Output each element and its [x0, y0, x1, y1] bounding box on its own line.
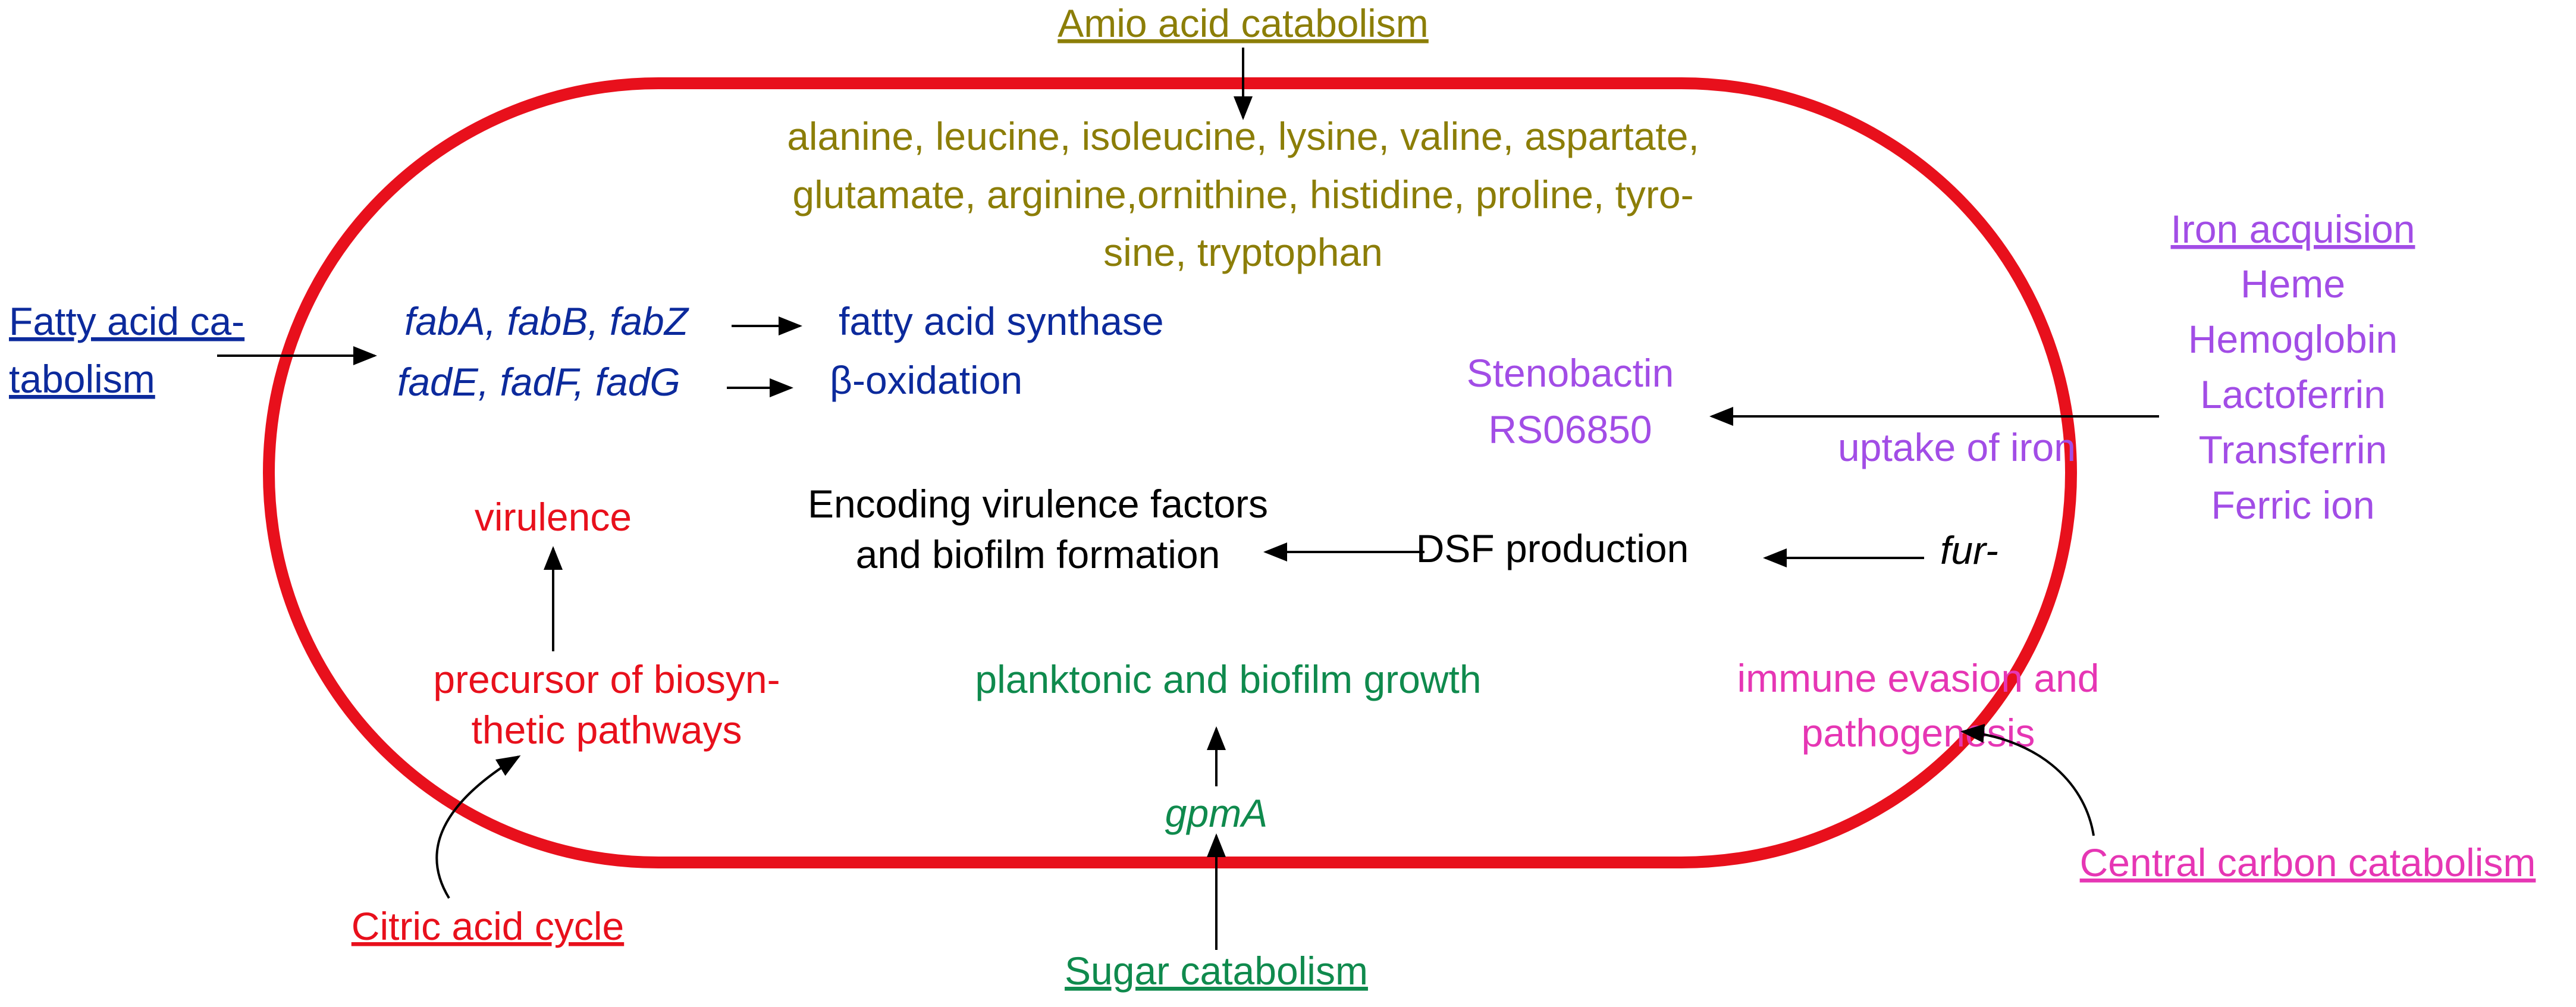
rs06850-label: RS06850 [1488, 407, 1652, 451]
amino-acid-list-line3: sine, tryptophan [1103, 230, 1383, 274]
immune-evasion-line1: immune evasion and [1737, 656, 2099, 700]
fatty-acid-synthase-label: fatty acid synthase [839, 299, 1164, 343]
beta-oxidation-label: β-oxidation [830, 358, 1022, 402]
fatty-acid-catabolism-link-line2[interactable]: tabolism [9, 357, 155, 401]
planktonic-growth-label: planktonic and biofilm growth [975, 657, 1481, 701]
iron-uptake-label: uptake of iron [1838, 425, 2076, 469]
fatty-acid-catabolism-link-line1[interactable]: Fatty acid ca- [9, 299, 244, 343]
gpma-gene-label: gpmA [1165, 791, 1267, 835]
iron-acquisition-link[interactable]: Iron acquision [2171, 207, 2415, 251]
dsf-production-label: DSF production [1416, 526, 1689, 570]
encoding-virulence-line1: Encoding virulence factors [808, 482, 1268, 526]
iron-source-list: HemeHemoglobinLactoferrinTransferrinFerr… [2188, 262, 2398, 527]
fab-genes: fabA, fabB, fabZ [404, 299, 690, 343]
iron-source-item: Heme [2241, 262, 2345, 306]
fad-genes: fadE, fadF, fadG [397, 360, 680, 404]
precursor-line1: precursor of biosyn- [433, 657, 780, 701]
iron-source-item: Transferrin [2199, 428, 2387, 472]
virulence-label: virulence [475, 495, 632, 539]
citric-acid-arrow [435, 755, 521, 899]
amino-acid-list-line1: alanine, leucine, isoleucine, lysine, va… [787, 114, 1699, 158]
immune-evasion-line2: pathogenesis [1802, 711, 2035, 755]
amino-acid-list-line2: glutamate, arginine,ornithine, histidine… [792, 172, 1693, 217]
amino-acid-catabolism-link[interactable]: Amio acid catabolism [1058, 1, 1429, 45]
precursor-line2: thetic pathways [472, 708, 742, 752]
encoding-virulence-line2: and biofilm formation [856, 532, 1220, 576]
iron-source-item: Hemoglobin [2188, 317, 2398, 361]
stenobactin-label: Stenobactin [1467, 351, 1674, 395]
central-carbon-catabolism-link[interactable]: Central carbon catabolism [2080, 840, 2536, 884]
citric-acid-cycle-link[interactable]: Citric acid cycle [352, 904, 624, 948]
sugar-catabolism-link[interactable]: Sugar catabolism [1065, 949, 1368, 993]
iron-source-item: Lactoferrin [2200, 372, 2386, 416]
fur-gene-label: fur- [1940, 528, 1998, 572]
iron-source-item: Ferric ion [2211, 483, 2374, 527]
cell-membrane [263, 77, 2077, 868]
central-carbon-arrow [1960, 724, 2095, 836]
